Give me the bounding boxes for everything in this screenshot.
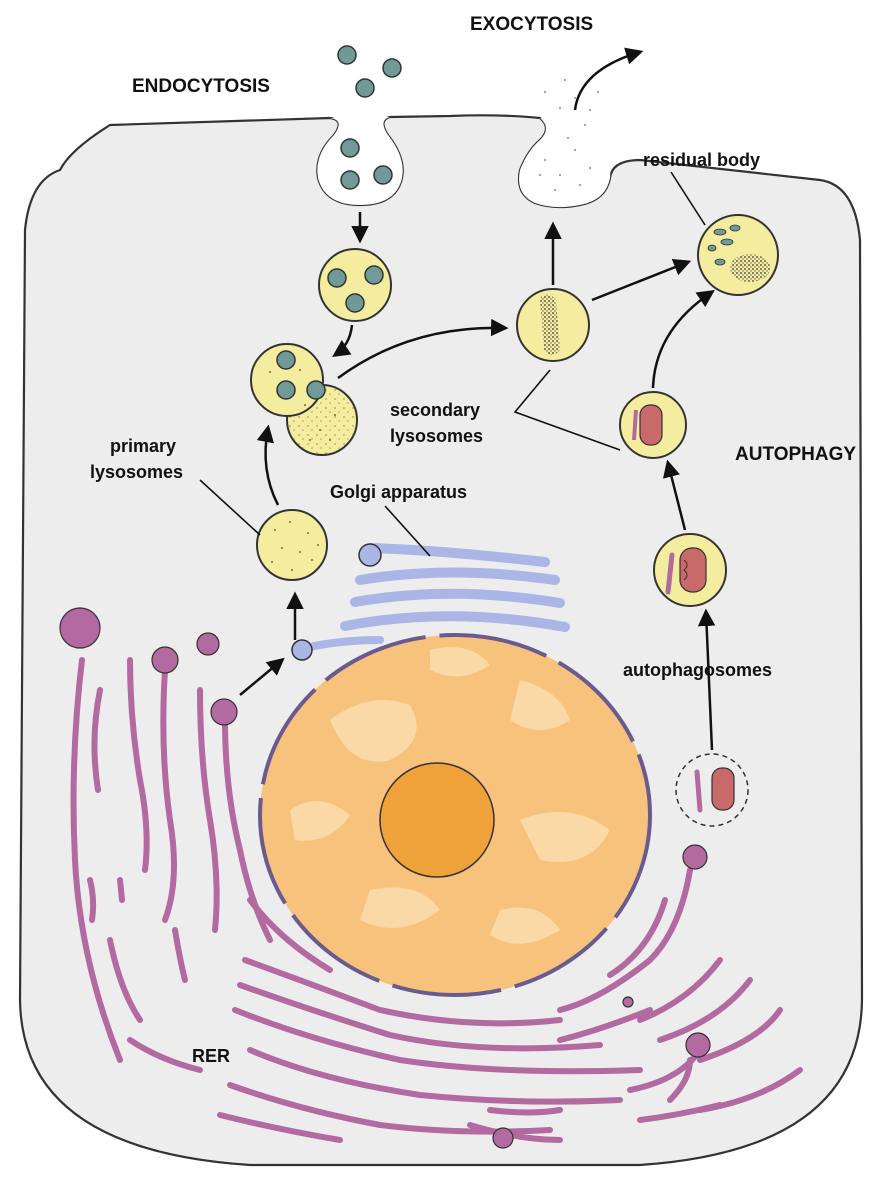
autolysosome <box>620 392 686 458</box>
label-autophagy: AUTOPHAGY <box>735 444 856 465</box>
nucleolus <box>380 763 494 877</box>
nucleus <box>260 635 650 995</box>
autophagosome <box>654 534 726 606</box>
early-endosome <box>319 249 391 321</box>
primary-lysosome <box>257 510 327 580</box>
secondary-lysosome <box>517 289 589 361</box>
label-secondary-lysosomes-line1: secondary <box>390 400 480 420</box>
label-golgi-apparatus: Golgi apparatus <box>330 482 467 502</box>
label-endocytosis: ENDOCYTOSIS <box>132 76 270 97</box>
label-secondary-lysosomes-line2: lysosomes <box>390 426 483 446</box>
label-primary-lysosomes-line1: primary <box>110 436 176 456</box>
label-rer: RER <box>192 1046 230 1066</box>
label-exocytosis: EXOCYTOSIS <box>470 14 593 35</box>
residual-body <box>698 215 778 295</box>
label-residual-body: residual body <box>643 150 760 170</box>
label-primary-lysosomes-line2: lysosomes <box>90 462 183 482</box>
label-autophagosomes: autophagosomes <box>623 660 772 680</box>
